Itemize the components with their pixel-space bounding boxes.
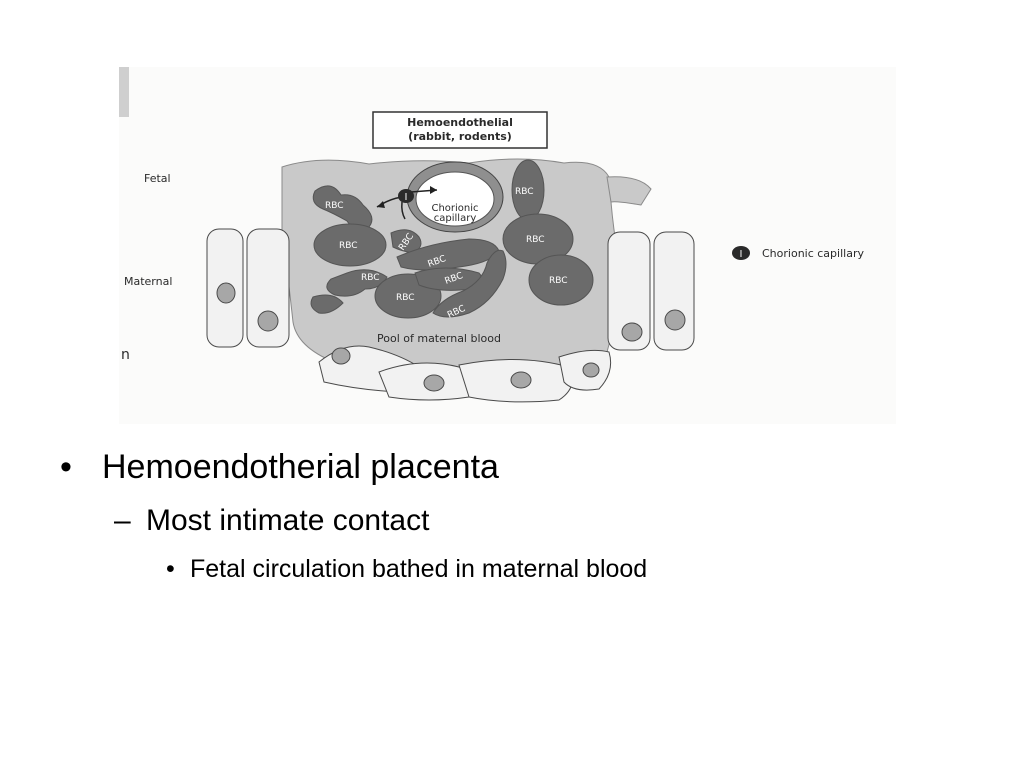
rbc-label: RBC bbox=[339, 241, 358, 251]
chorionic-capillary: Chorionic capillary bbox=[406, 161, 504, 233]
page-edge-fragment bbox=[119, 67, 129, 117]
right-column-cells bbox=[607, 231, 695, 351]
dash-marker: – bbox=[114, 504, 131, 537]
diagram-svg: Hemoendothelial (rabbit, rodents) Fetal … bbox=[119, 67, 896, 424]
rbc-label: RBC bbox=[549, 276, 568, 286]
rbc-label: RBC bbox=[325, 201, 344, 211]
legend: I Chorionic capillary bbox=[732, 246, 864, 260]
rbc-label: RBC bbox=[361, 273, 380, 283]
cell-nucleus bbox=[664, 309, 686, 331]
pool-of-maternal-blood-label: Pool of maternal blood bbox=[377, 332, 501, 345]
rbc-cell bbox=[528, 254, 594, 306]
cell-nucleus bbox=[621, 322, 643, 342]
edge-text-fragment: n bbox=[121, 347, 130, 363]
fetal-tissue-lobe bbox=[606, 176, 652, 206]
rbc-cell bbox=[432, 249, 507, 318]
legend-label: Chorionic capillary bbox=[762, 247, 864, 260]
rbc-cell bbox=[326, 269, 388, 297]
bullet-marker: • bbox=[166, 555, 175, 583]
capillary-label-line-1: Chorionic bbox=[431, 203, 478, 214]
bullet-level-3: • Fetal circulation bathed in maternal bl… bbox=[166, 555, 647, 584]
legend-marker-text: I bbox=[740, 249, 743, 260]
rbc-label: RBC bbox=[526, 235, 545, 245]
rbc-cell bbox=[390, 229, 422, 254]
cell-nucleus bbox=[216, 282, 236, 304]
fetal-label: Fetal bbox=[144, 172, 171, 185]
placenta-diagram: Hemoendothelial (rabbit, rodents) Fetal … bbox=[119, 67, 896, 424]
title-box: Hemoendothelial (rabbit, rodents) bbox=[372, 111, 548, 149]
rbc-cell bbox=[313, 223, 387, 267]
marker-i-icon: I bbox=[398, 189, 414, 203]
bullet-text: Most intimate contact bbox=[146, 504, 430, 537]
title-line-1: Hemoendothelial bbox=[407, 116, 513, 129]
maternal-label: Maternal bbox=[124, 275, 172, 288]
legend-marker-icon bbox=[732, 246, 750, 260]
left-column-cells bbox=[206, 228, 290, 348]
rbc-shapes bbox=[310, 159, 594, 319]
cell-nucleus bbox=[582, 362, 600, 378]
capillary-label-line-2: capillary bbox=[434, 213, 477, 224]
cell-nucleus bbox=[331, 347, 351, 365]
cell-nucleus bbox=[257, 310, 279, 332]
bullet-marker: • bbox=[60, 448, 72, 486]
cell-nucleus bbox=[510, 371, 532, 389]
rbc-cell bbox=[310, 294, 344, 314]
bullet-level-1: • Hemoendotherial placenta bbox=[60, 448, 499, 487]
cell-nucleus bbox=[423, 374, 445, 392]
rbc-labels: RBC RBC RBC RBC RBC RBC RBC RBC RBC RBC … bbox=[325, 187, 568, 321]
bullet-level-2: –Most intimate contact bbox=[114, 504, 429, 538]
bullet-text: Hemoendotherial placenta bbox=[102, 448, 499, 486]
bullet-text: Fetal circulation bathed in maternal blo… bbox=[190, 555, 648, 583]
title-line-2: (rabbit, rodents) bbox=[408, 130, 512, 143]
rbc-label: RBC bbox=[515, 187, 534, 197]
rbc-label: RBC bbox=[396, 293, 415, 303]
bottom-row-cells bbox=[318, 345, 612, 403]
marker-i-text: I bbox=[405, 192, 408, 203]
